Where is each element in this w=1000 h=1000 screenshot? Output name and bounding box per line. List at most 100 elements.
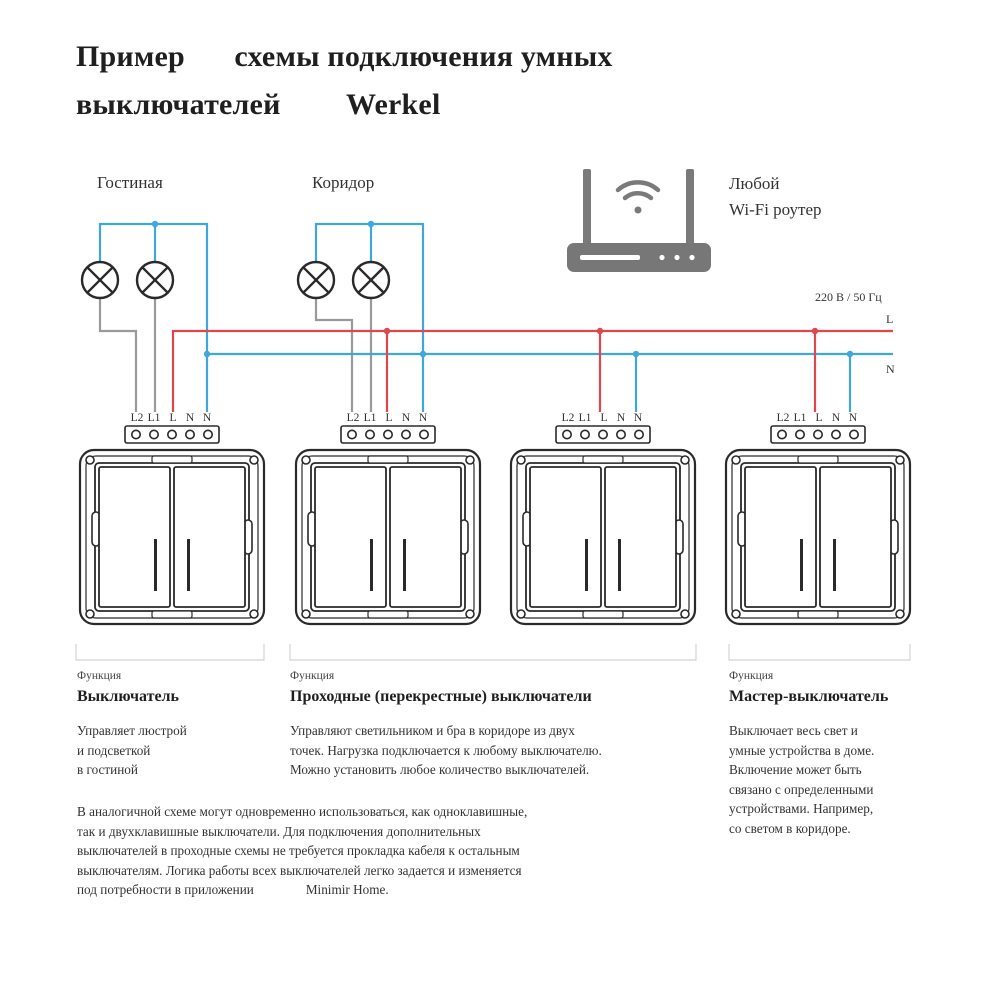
terminal-label: N <box>832 412 841 424</box>
terminal-screw-icon <box>848 429 859 440</box>
router-label-line2: Wi-Fi роутер <box>729 200 822 219</box>
lamp-icon <box>296 260 336 300</box>
function-name-passthrough: Проходные (перекрестные) выключатели <box>290 688 592 705</box>
terminal-screw-icon <box>364 429 375 440</box>
frame-screw-icon <box>895 455 905 465</box>
terminal-screw-icon <box>633 429 644 440</box>
terminal-label: N <box>402 412 411 424</box>
description-line: в гостиной <box>77 762 138 777</box>
frame-screw-icon <box>895 609 905 619</box>
app-name: Minimir Home. <box>305 882 389 897</box>
wifi-signal-icon <box>615 180 661 214</box>
page-title-line1: Пример схемы подключения умных <box>76 40 613 74</box>
function-label: Функция <box>77 670 122 682</box>
section-dividers <box>75 644 911 661</box>
description-line: устройствами. Например, <box>729 801 874 816</box>
line-n-label: N <box>886 362 895 376</box>
indicator-led-icon <box>403 539 406 591</box>
terminal-label: L <box>169 412 176 424</box>
neutral-junction-dot <box>419 350 427 358</box>
title-brand: Werkel <box>345 88 441 121</box>
frame-screw-icon <box>680 609 690 619</box>
phase-wires <box>171 329 893 412</box>
indicator-led-icon <box>800 539 803 591</box>
frame-screw-icon <box>465 609 475 619</box>
frame-screw-icon <box>249 455 259 465</box>
terminal-label: L <box>600 412 607 424</box>
phase-junction-dot <box>596 327 604 335</box>
phase-junction-dot <box>811 327 819 335</box>
switch-key-left <box>529 466 602 608</box>
switch-key-left <box>314 466 387 608</box>
description-line: Включение может быть <box>729 762 862 777</box>
indicator-led-icon <box>187 539 190 591</box>
terminal-label: N <box>617 412 626 424</box>
room-label-living: Гостиная <box>97 173 163 192</box>
neutral-wires <box>98 222 893 412</box>
switch-key-right <box>389 466 462 608</box>
indicator-led-icon <box>618 539 621 591</box>
neutral-junction-dot <box>632 350 640 358</box>
terminal-screw-icon <box>418 429 429 440</box>
description-line: со светом в коридоре. <box>729 820 851 836</box>
bottom-clip <box>367 610 409 619</box>
function-description-master: Выключает весь свет и умные устройства в… <box>729 721 874 838</box>
bottom-clip <box>797 610 839 619</box>
router-label: Любой Wi-Fi роутер <box>729 171 822 223</box>
phase-junction-dot <box>383 327 391 335</box>
load-wires <box>98 298 373 412</box>
terminal-block <box>770 425 866 444</box>
terminal-block <box>124 425 220 444</box>
terminal-label: L <box>815 412 822 424</box>
terminal-label: N <box>634 412 643 424</box>
terminal-label: L1 <box>148 412 161 424</box>
terminal-screw-icon <box>561 429 572 440</box>
bottom-clip <box>582 610 624 619</box>
terminal-screw-icon <box>346 429 357 440</box>
terminal-label: L1 <box>364 412 377 424</box>
note-line: выключателей в проходные схемы не требуе… <box>77 843 520 858</box>
terminal-screw-icon <box>812 429 823 440</box>
switch-key-right <box>173 466 246 608</box>
function-name-master: Мастер-выключатель <box>729 688 889 705</box>
room-label-corridor: Коридор <box>312 173 375 192</box>
page-title-line2: выключателей Werkel <box>76 88 440 122</box>
function-name-switch: Выключатель <box>77 688 179 705</box>
frame-screw-icon <box>301 455 311 465</box>
bottom-clip <box>151 610 193 619</box>
indicator-led-icon <box>154 539 157 591</box>
terminal-label: L1 <box>794 412 807 424</box>
terminal-label: N <box>419 412 428 424</box>
switch-key-left <box>744 466 817 608</box>
frame-screw-icon <box>731 609 741 619</box>
terminal-screw-icon <box>382 429 393 440</box>
description-line: Выключает весь свет и <box>729 723 858 738</box>
terminal-label: L1 <box>579 412 592 424</box>
lamp-icon <box>80 260 120 300</box>
title-scheme: схемы подключения умных <box>234 40 613 73</box>
line-l-label: L <box>886 312 894 326</box>
description-line: умные устройства в доме. <box>729 742 875 758</box>
note-line: В аналогичной схеме могут одновременно и… <box>77 804 528 819</box>
indicator-led-icon <box>370 539 373 591</box>
terminal-screw-icon <box>597 429 608 440</box>
switch-key-right <box>604 466 677 608</box>
terminal-screw-icon <box>131 429 142 440</box>
function-description-passthrough: Управляют светильником и бра в коридоре … <box>290 721 602 780</box>
terminal-screw-icon <box>149 429 160 440</box>
lamp-icon <box>135 260 175 300</box>
note-line: так и двухклавишные выключатели. Для под… <box>77 823 481 839</box>
terminal-screw-icon <box>615 429 626 440</box>
function-label: Функция <box>729 670 774 682</box>
description-line: Можно установить любое количество выключ… <box>290 762 590 777</box>
description-line: Управляют светильником и бра в коридоре … <box>290 723 575 738</box>
description-line: и подсветкой <box>77 742 151 758</box>
frame-screw-icon <box>731 455 741 465</box>
terminal-screw-icon <box>185 429 196 440</box>
terminal-screw-icon <box>776 429 787 440</box>
